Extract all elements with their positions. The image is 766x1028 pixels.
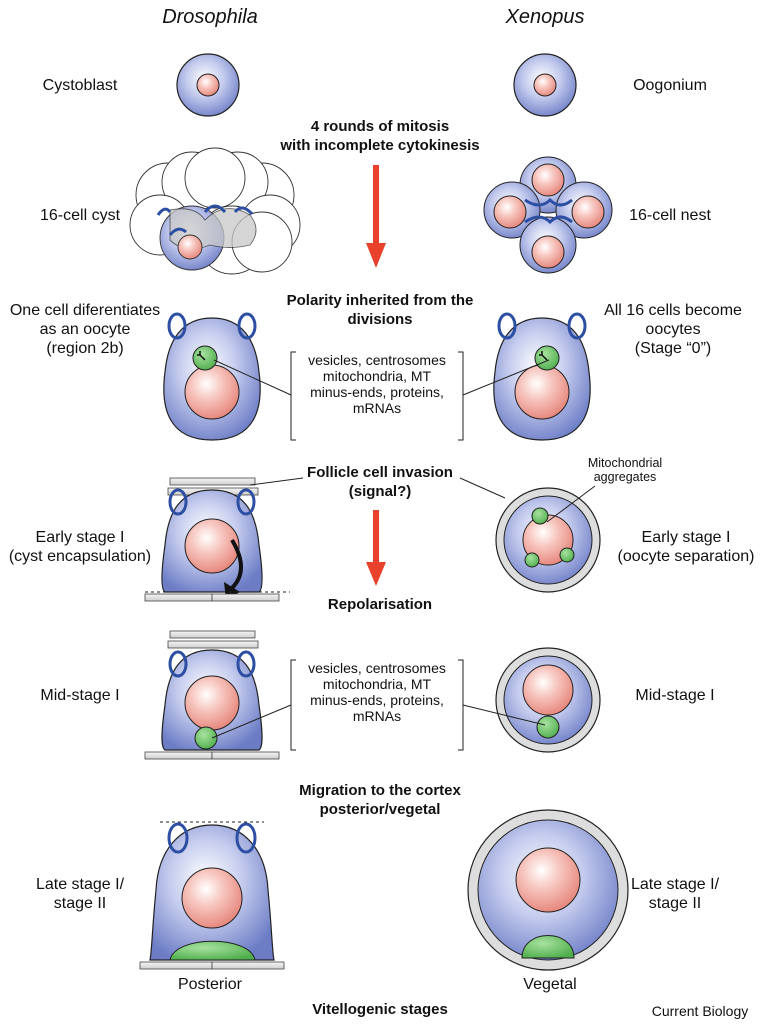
label-mitosis: 4 rounds of mitosis with incomplete cyto… (230, 117, 530, 155)
label-one-cell-differentiates: One cell diferentiates as an oocyte (reg… (0, 301, 170, 358)
bracket-2-text: vesicles, centrosomes mitochondria, MT m… (298, 660, 456, 724)
label-cystoblast: Cystoblast (20, 76, 140, 95)
label-early-stage-left: Early stage I (cyst encapsulation) (0, 528, 160, 566)
xenopus-mid-stage-i (496, 648, 600, 752)
bracket-1-text: vesicles, centrosomes mitochondria, MT m… (298, 352, 456, 416)
label-polarity: Polarity inherited from the divisions (250, 291, 510, 329)
label-late-stage-left: Late stage I/ stage II (20, 875, 140, 913)
drosophila-mid-stage-i (145, 631, 279, 759)
mitosis-arrow (366, 165, 386, 268)
xenopus-late-stage (468, 810, 628, 970)
label-oogonium: Oogonium (610, 76, 730, 95)
label-repolarisation: Repolarisation (290, 595, 470, 614)
sixteen-cell-nest (484, 157, 612, 273)
label-late-stage-right: Late stage I/ stage II (615, 875, 735, 913)
label-posterior: Posterior (160, 975, 260, 994)
label-16-cell-cyst: 16-cell cyst (20, 206, 140, 225)
label-migration: Migration to the cortex posterior/vegeta… (250, 781, 510, 819)
label-vegetal: Vegetal (500, 975, 600, 994)
label-mitochondrial-aggregates: Mitochondrial aggregates (565, 456, 685, 484)
sixteen-cell-cyst (130, 148, 300, 274)
label-all-16-cells: All 16 cells become oocytes (Stage “0”) (588, 301, 758, 358)
cystoblast-cell (177, 54, 239, 116)
label-mid-stage-right: Mid-stage I (615, 686, 735, 705)
drosophila-late-stage (140, 822, 284, 969)
label-follicle-invasion: Follicle cell invasion (signal?) (270, 463, 490, 501)
drosophila-oocyte-polarity (164, 314, 260, 440)
oogonium-cell (514, 54, 576, 116)
column-title-drosophila: Drosophila (120, 8, 300, 27)
label-early-stage-right: Early stage I (oocyte separation) (606, 528, 766, 566)
label-mid-stage-left: Mid-stage I (20, 686, 140, 705)
journal-credit: Current Biology (640, 1003, 760, 1019)
label-16-cell-nest: 16-cell nest (610, 206, 730, 225)
repolarisation-arrow (366, 510, 386, 586)
column-title-xenopus: Xenopus (455, 8, 635, 27)
label-vitellogenic-stages: Vitellogenic stages (280, 1000, 480, 1019)
